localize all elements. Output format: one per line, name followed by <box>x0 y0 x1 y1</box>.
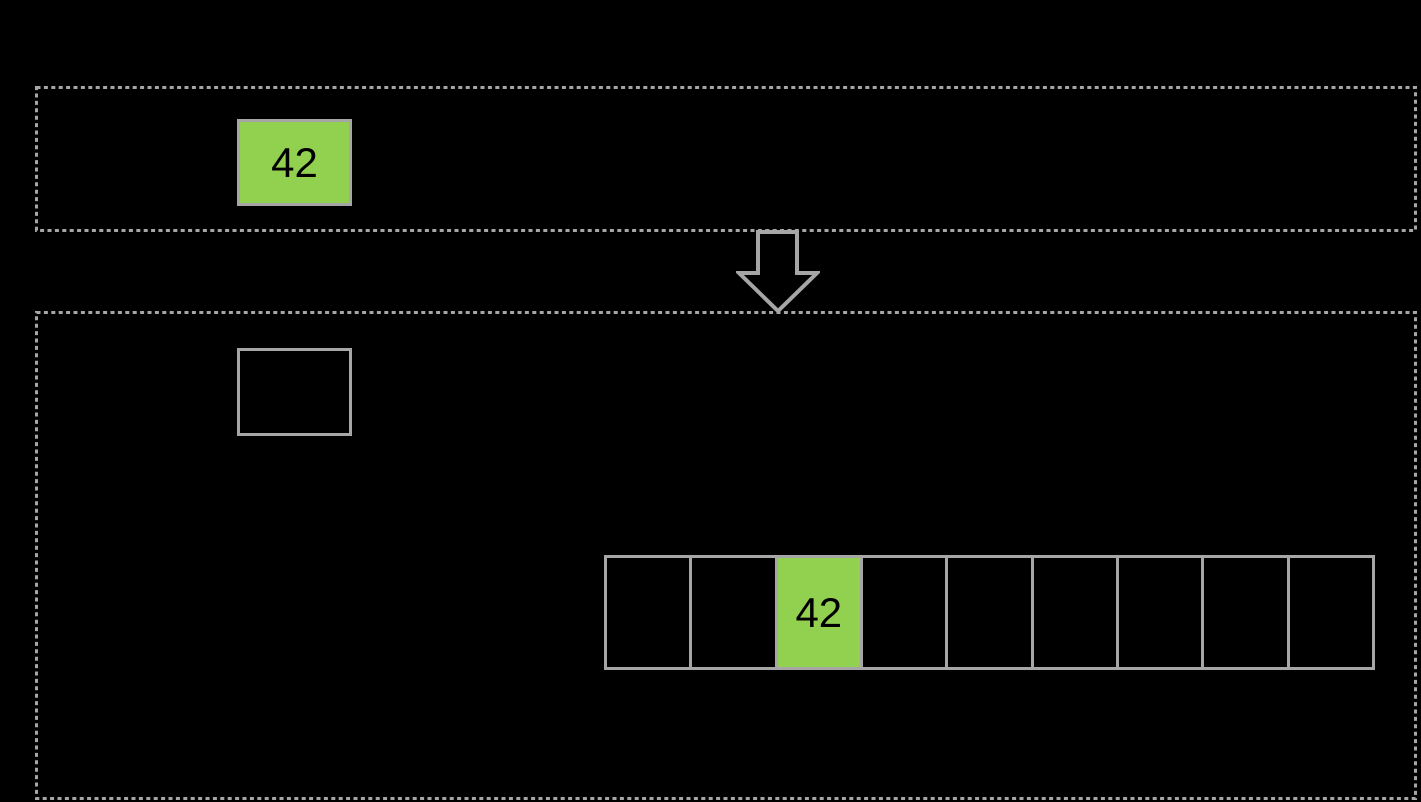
down-arrow-icon <box>736 230 820 313</box>
top-panel-dashed-border <box>35 86 1417 232</box>
array-cell <box>1290 558 1372 667</box>
array-row: 42 <box>604 555 1375 670</box>
stack-value-box: 42 <box>237 119 352 206</box>
array-cell <box>948 558 1034 667</box>
array-cell <box>692 558 778 667</box>
empty-reference-box <box>237 348 352 436</box>
bottom-dashed-panel: 42 <box>35 311 1417 800</box>
array-cell <box>863 558 949 667</box>
array-cell <box>1034 558 1119 667</box>
stack-value-label: 42 <box>271 138 318 186</box>
top-dashed-panel: 42 <box>35 86 1417 232</box>
array-cell <box>1119 558 1205 667</box>
bottom-panel-dashed-border <box>35 311 1417 800</box>
array-cell <box>607 558 693 667</box>
array-cell <box>1204 558 1290 667</box>
array-cell: 42 <box>777 558 863 667</box>
